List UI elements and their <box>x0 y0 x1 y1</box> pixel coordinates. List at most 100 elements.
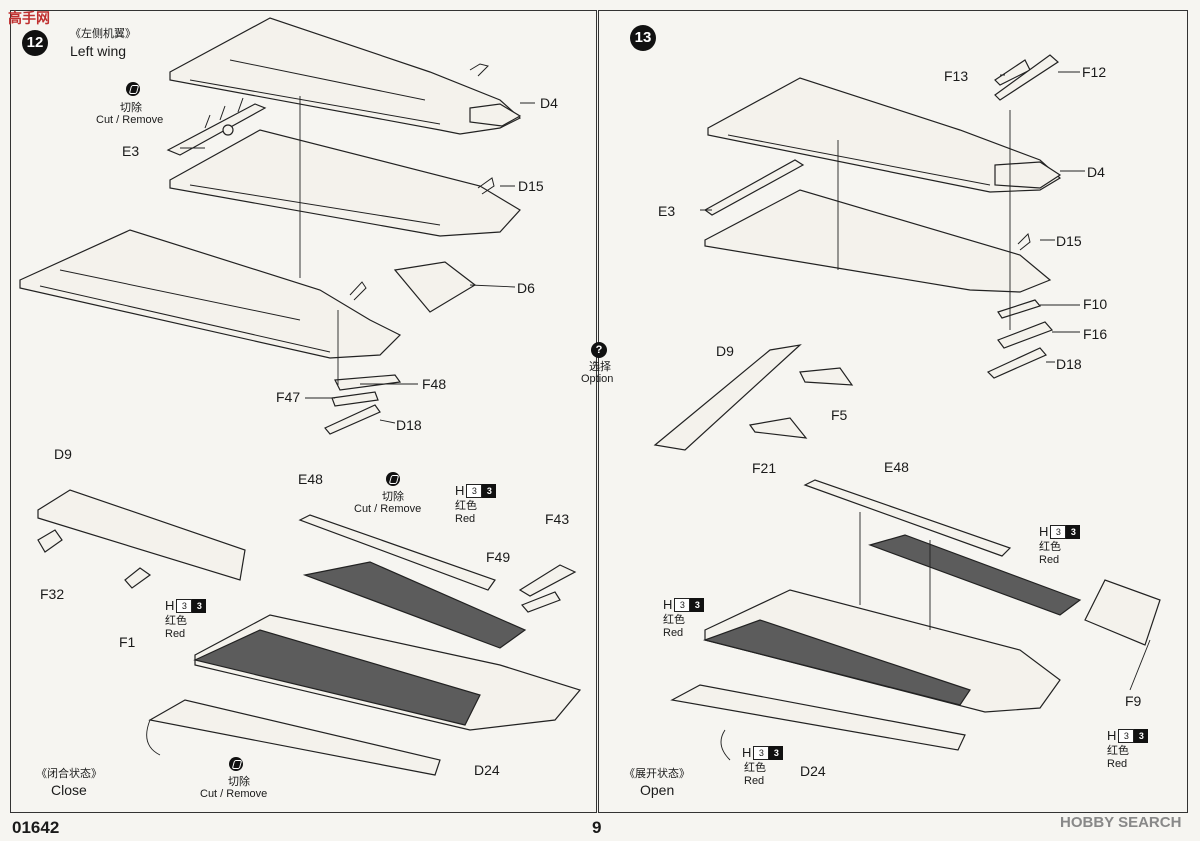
wing-lower-d15-left <box>169 129 521 237</box>
paint-letter: H <box>165 598 175 613</box>
paint-callout-red: H 3 3 <box>742 745 784 760</box>
option-icon: ? <box>591 342 607 358</box>
step-12-panel <box>10 10 597 813</box>
part-label-d15-left: D15 <box>518 178 544 194</box>
paint-callout-red: H 3 3 <box>663 597 705 612</box>
cut-label-cn: 切除 <box>382 491 404 503</box>
paint-num-box: 3 <box>753 745 770 760</box>
step-12-title-cn: 《左侧机翼》 <box>70 28 136 40</box>
part-label-f32: F32 <box>40 586 65 602</box>
step-13-badge: 13 <box>630 25 656 51</box>
paint-letter: H <box>1107 728 1117 743</box>
paint-code-box: 3 <box>1134 728 1149 743</box>
part-label-f9: F9 <box>1125 693 1142 709</box>
part-label-e3-left: E3 <box>122 143 140 159</box>
wing-lower-d15-right <box>704 189 1052 293</box>
part-label-d18-right: D18 <box>1056 356 1082 372</box>
watermark-hobby-search: HOBBY SEARCH <box>1060 814 1182 831</box>
part-label-f16: F16 <box>1083 326 1108 342</box>
paint-cn: 红色 <box>1039 541 1061 553</box>
paint-callout-red: H 3 3 <box>1107 728 1149 743</box>
part-label-f1: F1 <box>119 634 136 650</box>
paint-num-box: 3 <box>176 598 193 613</box>
step-12-title-en: Left wing <box>70 43 127 59</box>
part-label-d9-right: D9 <box>716 343 734 359</box>
paint-letter: H <box>742 745 752 760</box>
part-label-d9-left: D9 <box>54 446 72 462</box>
paint-cn: 红色 <box>663 614 685 626</box>
paint-code-box: 3 <box>769 745 784 760</box>
part-f10-right <box>997 299 1042 319</box>
part-label-d15-right: D15 <box>1056 233 1082 249</box>
step-12-badge: 12 <box>22 30 48 56</box>
part-label-f5: F5 <box>831 407 848 423</box>
paint-en: Red <box>165 628 186 640</box>
paint-en: Red <box>663 627 684 639</box>
part-e3-right <box>703 159 805 216</box>
paint-en: Red <box>744 775 765 787</box>
part-d18-right <box>986 347 1047 379</box>
paint-cn: 红色 <box>744 762 766 774</box>
state-close-cn: 《闭合状态》 <box>36 768 102 780</box>
site-logo: 高手网 <box>8 10 50 26</box>
part-label-d18-left: D18 <box>396 417 422 433</box>
flap-d9-open <box>653 344 854 451</box>
paint-en: Red <box>1107 758 1128 770</box>
part-label-d24-right: D24 <box>800 763 826 779</box>
part-label-d6: D6 <box>517 280 535 296</box>
paint-callout-red: H 3 3 <box>455 483 497 498</box>
paint-code-box: 3 <box>690 597 705 612</box>
wing-closed-state <box>37 489 582 776</box>
cut-label-cn: 切除 <box>228 776 250 788</box>
paint-code-box: 3 <box>482 483 497 498</box>
paint-code-box: 3 <box>1066 524 1081 539</box>
cut-label-en: Cut / Remove <box>96 114 164 126</box>
part-f47-left <box>331 391 379 407</box>
cut-icon <box>386 472 400 486</box>
paint-en: Red <box>1039 554 1060 566</box>
option-label-cn: 选择 <box>589 361 611 373</box>
state-open-en: Open <box>640 782 675 798</box>
wing-open-state <box>670 479 1161 751</box>
part-f48-left <box>334 374 402 391</box>
part-label-f48: F48 <box>422 376 447 392</box>
part-d18-left <box>324 404 381 435</box>
product-code: 01642 <box>12 818 60 837</box>
state-open-cn: 《展开状态》 <box>624 768 690 780</box>
step-13-panel <box>598 10 1188 813</box>
cut-icon <box>126 82 140 96</box>
leader-lines <box>146 71 1151 761</box>
wing-assembled-left <box>19 229 477 359</box>
part-label-f47: F47 <box>276 389 301 405</box>
part-label-e48-right: E48 <box>884 459 909 475</box>
paint-num-box: 3 <box>1118 728 1135 743</box>
paint-num-box: 3 <box>674 597 691 612</box>
part-label-d4-right: D4 <box>1087 164 1105 180</box>
paint-callout-red: H 3 3 <box>165 598 207 613</box>
part-f16-right <box>997 321 1054 349</box>
part-label-f10: F10 <box>1083 296 1108 312</box>
paint-num-box: 3 <box>1050 524 1067 539</box>
part-label-f12: F12 <box>1082 64 1107 80</box>
page-number: 9 <box>592 818 602 837</box>
paint-letter: H <box>455 483 465 498</box>
part-label-e48-left: E48 <box>298 471 323 487</box>
part-label-f13: F13 <box>944 68 969 84</box>
part-label-f49: F49 <box>486 549 511 565</box>
paint-en: Red <box>455 513 476 525</box>
cut-label-en: Cut / Remove <box>354 503 422 515</box>
paint-callout-red: H 3 3 <box>1039 524 1081 539</box>
part-label-d4-left: D4 <box>540 95 558 111</box>
part-label-e3-right: E3 <box>658 203 676 219</box>
option-label-en: Option <box>581 373 614 385</box>
paint-cn: 红色 <box>455 500 477 512</box>
part-label-f21: F21 <box>752 460 777 476</box>
cut-icon <box>229 757 243 771</box>
paint-code-box: 3 <box>192 598 207 613</box>
part-e3-left <box>166 97 267 156</box>
paint-cn: 红色 <box>165 615 187 627</box>
wing-upper-d4-left <box>169 17 522 135</box>
paint-cn: 红色 <box>1107 745 1129 757</box>
paint-num-box: 3 <box>466 483 483 498</box>
